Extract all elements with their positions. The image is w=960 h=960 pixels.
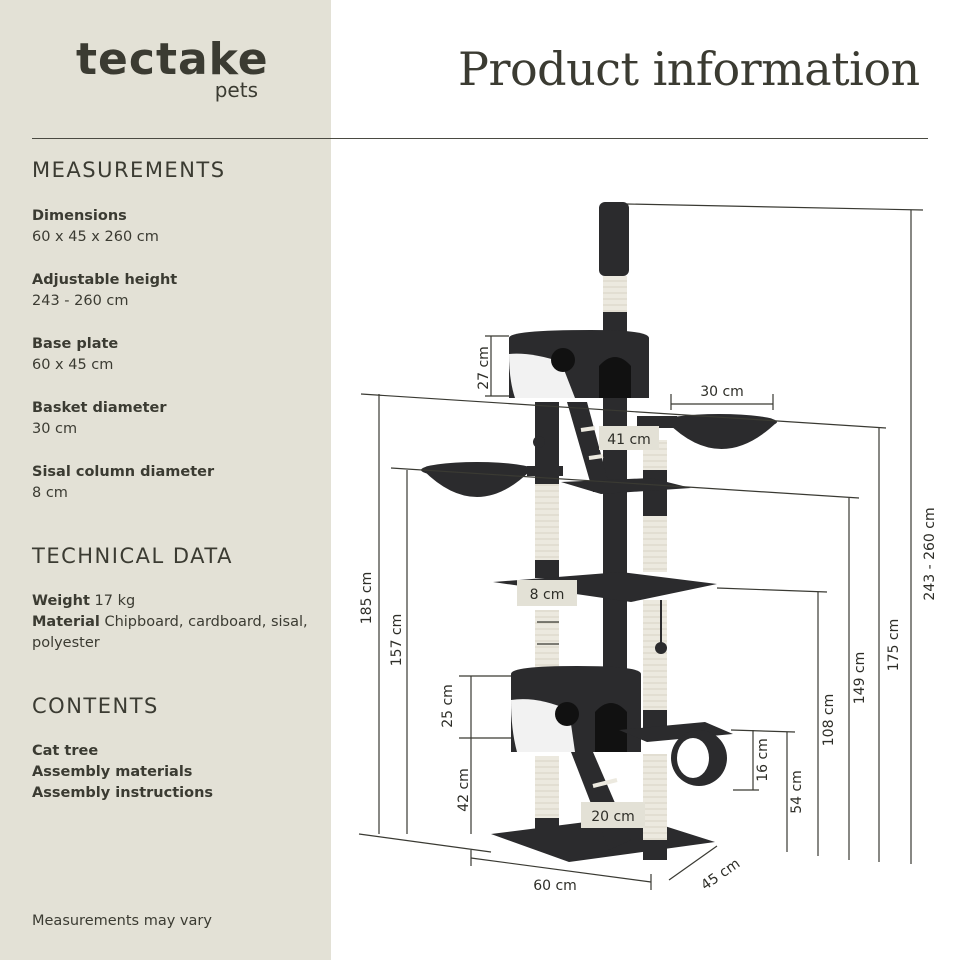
dim-42: 42 cm bbox=[456, 768, 472, 812]
measurement-value: 8 cm bbox=[32, 485, 68, 501]
dim-108: 108 cm bbox=[821, 694, 837, 747]
top-column-cap bbox=[599, 202, 629, 276]
label-backdrop bbox=[581, 802, 645, 828]
dim-27: 27 cm bbox=[476, 346, 492, 390]
measurement-label: Sisal column diameter bbox=[32, 464, 215, 480]
dimension-lines bbox=[358, 203, 924, 890]
dim-157: 157 cm bbox=[389, 614, 405, 667]
measurement-value: 243 - 260 cm bbox=[32, 293, 129, 309]
sisal-segment bbox=[535, 484, 559, 560]
label-backdrop bbox=[599, 426, 659, 450]
dim-ramp: 20 cm bbox=[591, 809, 635, 825]
measurement-item: Sisal column diameter 8 cm bbox=[32, 462, 312, 504]
measurement-label: Basket diameter bbox=[32, 400, 167, 416]
header-divider bbox=[32, 138, 928, 139]
disclaimer-text: Measurements may vary bbox=[32, 913, 212, 929]
list-item: Assembly instructions bbox=[32, 785, 214, 801]
dim-depth: 45 cm bbox=[698, 856, 743, 894]
cat-tree-diagram: 243 - 260 cm 175 cm 149 cm 108 cm 54 cm … bbox=[358, 202, 938, 894]
dim-25: 25 cm bbox=[440, 684, 456, 728]
toy-ball bbox=[655, 642, 667, 654]
technical-heading: TECHNICAL DATA bbox=[32, 544, 233, 568]
platform bbox=[619, 722, 733, 742]
list-item: Assembly materials bbox=[32, 764, 193, 780]
measurement-value: 30 cm bbox=[32, 421, 78, 437]
dim-16: 16 cm bbox=[755, 738, 771, 782]
contents-list: Cat tree Assembly materials Assembly ins… bbox=[32, 741, 312, 804]
dim-41: 41 cm bbox=[607, 432, 651, 448]
measurement-item: Adjustable height 243 - 260 cm bbox=[32, 270, 312, 312]
measurement-value: 60 x 45 cm bbox=[32, 357, 114, 373]
brand-name: tectake bbox=[76, 34, 269, 85]
dim-185: 185 cm bbox=[359, 572, 375, 625]
dim-149: 149 cm bbox=[852, 652, 868, 705]
material-label: Material bbox=[32, 614, 100, 630]
measurement-item: Base plate 60 x 45 cm bbox=[32, 334, 312, 376]
dim-width: 60 cm bbox=[533, 878, 577, 894]
platform bbox=[561, 478, 691, 494]
measurement-label: Dimensions bbox=[32, 208, 127, 224]
weight-value: 17 kg bbox=[94, 593, 136, 609]
sidebar-panel bbox=[0, 0, 331, 960]
dim-175: 175 cm bbox=[886, 619, 902, 672]
measurements-heading: MEASUREMENTS bbox=[32, 158, 226, 182]
measurement-item: Basket diameter 30 cm bbox=[32, 398, 312, 440]
dim-column: 8 cm bbox=[530, 587, 565, 603]
technical-block: Weight 17 kg Material Chipboard, cardboa… bbox=[32, 591, 312, 654]
list-item: Cat tree bbox=[32, 743, 99, 759]
material-value: Chipboard, cardboard, sisal, polyester bbox=[32, 614, 308, 651]
ladder bbox=[567, 402, 611, 492]
label-backdrop bbox=[517, 580, 577, 606]
page-title: Product information bbox=[458, 42, 920, 96]
weight-label: Weight bbox=[32, 593, 90, 609]
platform bbox=[493, 572, 717, 602]
dim-54: 54 cm bbox=[789, 770, 805, 814]
cat-tree-illustration bbox=[421, 202, 777, 862]
contents-heading: CONTENTS bbox=[32, 694, 159, 718]
measurement-item: Dimensions 60 x 45 x 260 cm bbox=[32, 206, 312, 248]
dim-total-height: 243 - 260 cm bbox=[922, 507, 938, 600]
brand-logo: tectake pets bbox=[76, 34, 269, 102]
measurement-value: 60 x 45 x 260 cm bbox=[32, 229, 159, 245]
sisal-segment bbox=[603, 276, 627, 312]
toy-ball bbox=[533, 436, 545, 448]
brand-sub: pets bbox=[214, 78, 258, 102]
measurement-label: Adjustable height bbox=[32, 272, 178, 288]
measurement-label: Base plate bbox=[32, 336, 119, 352]
dim-basket: 30 cm bbox=[700, 384, 744, 400]
